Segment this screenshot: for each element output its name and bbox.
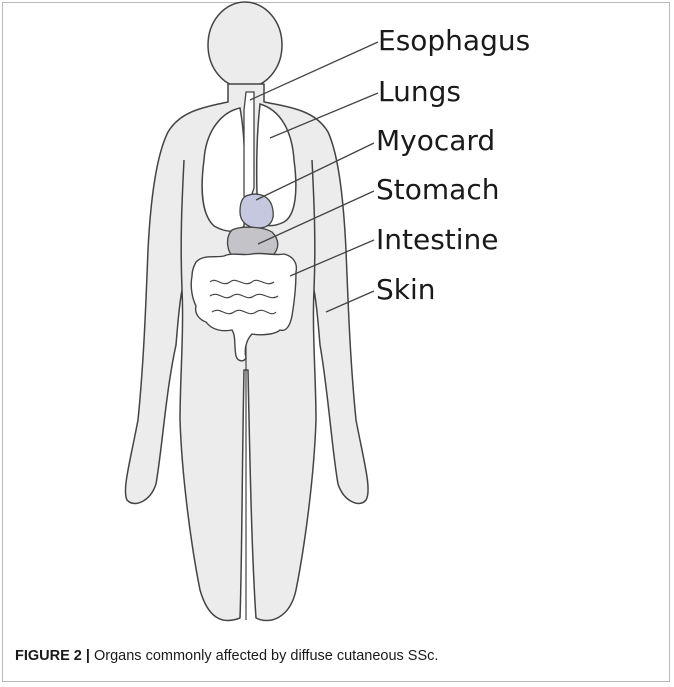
label-stomach: Stomach bbox=[376, 173, 499, 206]
body-diagram: Esophagus Lungs Myocard Stomach Intestin… bbox=[0, 0, 674, 640]
esophagus-organ bbox=[244, 92, 254, 200]
caption-text: Organs commonly affected by diffuse cuta… bbox=[90, 648, 438, 664]
label-myocard: Myocard bbox=[376, 124, 495, 157]
label-skin: Skin bbox=[376, 273, 436, 306]
head bbox=[208, 2, 282, 88]
figure-caption: FIGURE 2 | Organs commonly affected by d… bbox=[15, 648, 438, 664]
figure-number: FIGURE 2 | bbox=[15, 648, 90, 664]
label-intestine: Intestine bbox=[376, 223, 499, 256]
label-esophagus: Esophagus bbox=[378, 24, 530, 57]
label-lungs: Lungs bbox=[378, 75, 461, 108]
organ-labels: Esophagus Lungs Myocard Stomach Intestin… bbox=[376, 24, 530, 306]
